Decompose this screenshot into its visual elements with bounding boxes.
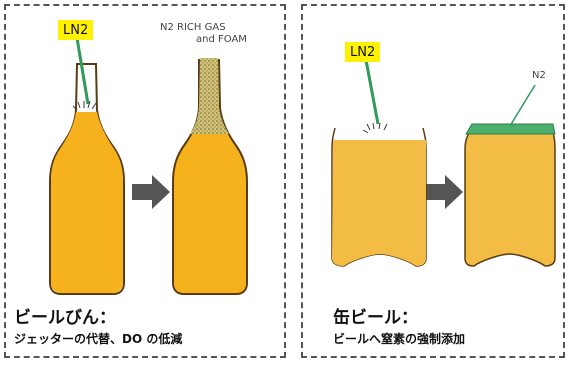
ln2-splash-icon: [362, 122, 388, 134]
can-caption-title: 缶ビール：: [333, 308, 418, 328]
can-after: [464, 123, 556, 267]
can-caption-sub: ビールへ窒素の強制添加: [333, 332, 466, 346]
can-before: [331, 127, 427, 267]
right-arrow-icon: [132, 175, 170, 209]
bottle-caption-sub: ジェッターの代替、DO の低減: [14, 332, 183, 346]
right-arrow-icon: [425, 175, 463, 209]
n2-label: N2: [532, 70, 546, 81]
ln2-stream: [75, 37, 90, 105]
ln2-tag: LN2: [58, 20, 94, 40]
foam-region: [190, 58, 229, 134]
bottle-after: [172, 58, 248, 295]
can-panel: [301, 4, 565, 358]
ln2-tag: LN2: [345, 42, 381, 62]
ln2-stream: [364, 59, 380, 125]
bottle-panel: [4, 4, 286, 358]
ln2-splash-icon: [72, 100, 97, 111]
n2-pointer: [509, 84, 536, 127]
gas-foam-label: N2 RICH GAS and FOAM: [160, 22, 247, 45]
bottle-caption-title: ビールびん：: [14, 308, 116, 328]
bottle-before: [49, 63, 125, 295]
n2-headspace: [465, 123, 556, 135]
